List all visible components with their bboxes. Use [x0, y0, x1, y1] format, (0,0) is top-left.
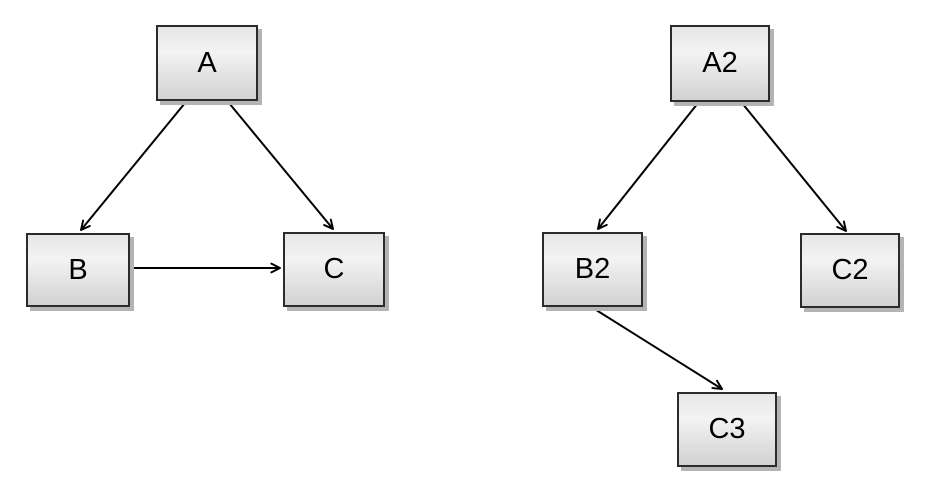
node-label: A2 — [702, 47, 738, 79]
node-label: B2 — [574, 253, 611, 285]
edge-B2-to-C3[interactable] — [592, 307, 723, 390]
node-B[interactable]: B — [26, 233, 130, 307]
node-C[interactable]: C — [283, 232, 385, 307]
node-A2[interactable]: A2 — [670, 25, 770, 102]
node-label: C2 — [831, 254, 869, 286]
node-B2[interactable]: B2 — [542, 232, 643, 307]
edge-A-to-C[interactable] — [228, 102, 334, 230]
node-label: C3 — [708, 413, 746, 445]
node-label: C — [323, 253, 345, 285]
node-label: B — [68, 253, 88, 286]
edge-A-to-B[interactable] — [80, 102, 186, 231]
node-C2[interactable]: C2 — [800, 233, 900, 308]
node-C3[interactable]: C3 — [677, 392, 777, 467]
node-A[interactable]: A — [156, 25, 258, 101]
edge-A2-to-C2[interactable] — [741, 102, 847, 232]
edge-A2-to-B2[interactable] — [597, 102, 699, 230]
node-label: A — [197, 46, 217, 79]
